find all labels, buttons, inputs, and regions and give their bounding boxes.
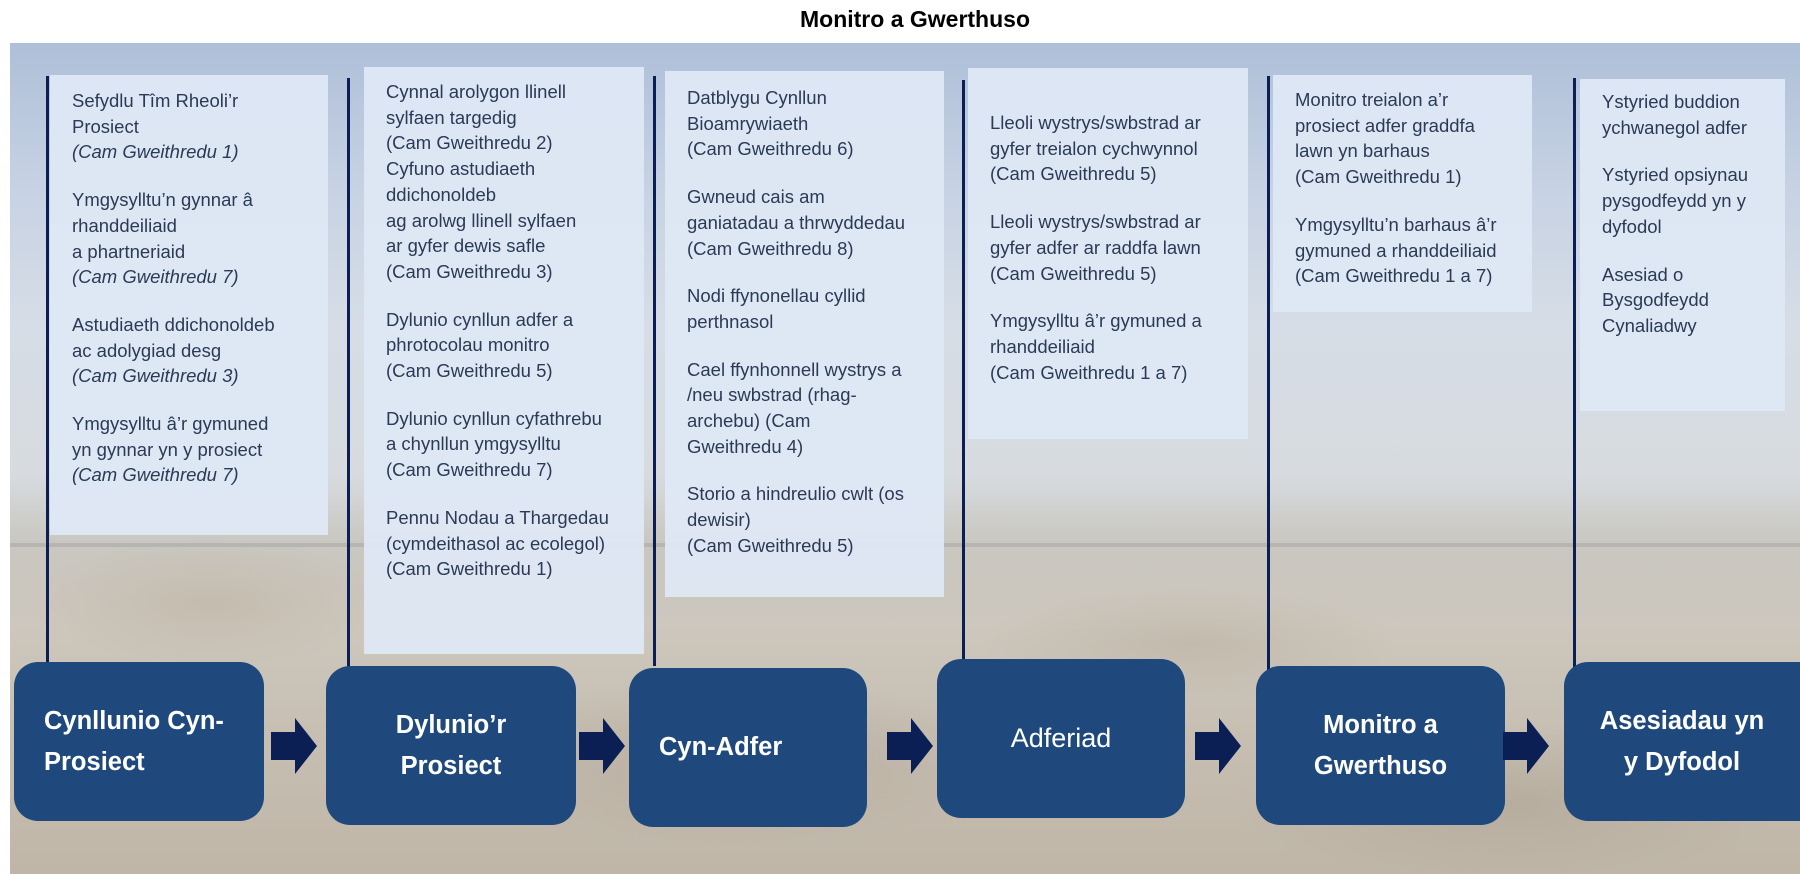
panel-item: Asesiad o Bysgodfeydd Cynaliadwy (1602, 263, 1709, 336)
panel-item: Ymgysylltu â’r gymuned yn gynnar yn y pr… (72, 413, 269, 486)
panel-item: Nodi ffynonellau cyllid perthnasol (687, 285, 866, 332)
panel-monitro: Monitro treialon a’r prosiect adfer grad… (1273, 75, 1532, 312)
panel-dylunio: Cynnal arolygon llinell sylfaen targedig… (364, 67, 644, 654)
panel-item: Ystyried opsiynau pysgodfeydd yn y dyfod… (1602, 164, 1749, 237)
stage-monitro-gwerthuso: Monitro a Gwerthuso (1256, 666, 1505, 825)
panel-item: Cael ffynhonnell wystrys a /neu swbstrad… (687, 358, 902, 457)
panel-cynllunio: Sefydlu Tîm Rheoli’r Prosiect(Cam Gweith… (50, 75, 328, 535)
connector-line (1267, 76, 1270, 670)
panel-cyn-adfer: Datblygu Cynllun Bioamrywiaeth (Cam Gwei… (665, 71, 944, 597)
right-arrow-icon (579, 718, 625, 774)
panel-item: Gwneud cais am ganiatadau a thrwyddedau … (687, 186, 906, 259)
connector-line (46, 76, 49, 666)
panel-item: Dylunio cynllun adfer a phrotocolau moni… (386, 308, 574, 382)
stage-asesiadau-dyfodol: Asesiadau yn y Dyfodol (1564, 662, 1800, 821)
panel-asesiadau: Ystyried buddion ychwanegol adfer Ystyri… (1580, 79, 1785, 411)
panel-item: Storio a hindreulio cwlt (os dewisir) (C… (687, 483, 904, 556)
right-arrow-icon (271, 718, 317, 774)
panel-item: Ystyried buddion ychwanegol adfer (1602, 91, 1748, 138)
stage-cynllunio-cyn-prosiect: Cynllunio Cyn- Prosiect (14, 662, 264, 821)
panel-item: Datblygu Cynllun Bioamrywiaeth (Cam Gwei… (687, 87, 854, 160)
panel-item: Lleoli wystrys/swbstrad ar gyfer treialo… (990, 112, 1201, 185)
diagram-title: Monitro a Gwerthuso (800, 6, 1030, 32)
panel-item: Ymgysylltu â’r gymuned a rhanddeiliaid (… (990, 310, 1202, 383)
connector-line (962, 80, 965, 660)
panel-item: Astudiaeth ddichonoldeb ac adolygiad des… (72, 313, 275, 387)
panel-item: Monitro treialon a’r prosiect adfer grad… (1295, 89, 1475, 188)
stage-adferiad: Adferiad (937, 659, 1185, 818)
panel-item: Ymgysylltu’n barhaus â’r gymuned a rhand… (1295, 213, 1497, 287)
panel-item: Dylunio cynllun cyfathrebu a chynllun ym… (386, 407, 602, 481)
panel-item: Pennu Nodau a Thargedau (cymdeithasol ac… (386, 506, 609, 580)
right-arrow-icon (1195, 718, 1241, 774)
panel-adferiad: Lleoli wystrys/swbstrad ar gyfer treialo… (968, 68, 1248, 439)
connector-line (1573, 78, 1576, 672)
connector-line (347, 78, 350, 668)
panel-item: Cynnal arolygon llinell sylfaen targedig… (386, 81, 577, 282)
panel-item: Lleoli wystrys/swbstrad ar gyfer adfer a… (990, 211, 1201, 284)
connector-line (653, 76, 656, 666)
right-arrow-icon (1503, 718, 1549, 774)
panel-item: Sefydlu Tîm Rheoli’r Prosiect(Cam Gweith… (72, 90, 239, 163)
stage-dylunio-prosiect: Dylunio’r Prosiect (326, 666, 576, 825)
panel-item: Ymgysylltu’n gynnar â rhanddeiliaid a ph… (72, 189, 253, 288)
right-arrow-icon (887, 718, 933, 774)
stage-cyn-adfer: Cyn-Adfer (629, 668, 867, 827)
